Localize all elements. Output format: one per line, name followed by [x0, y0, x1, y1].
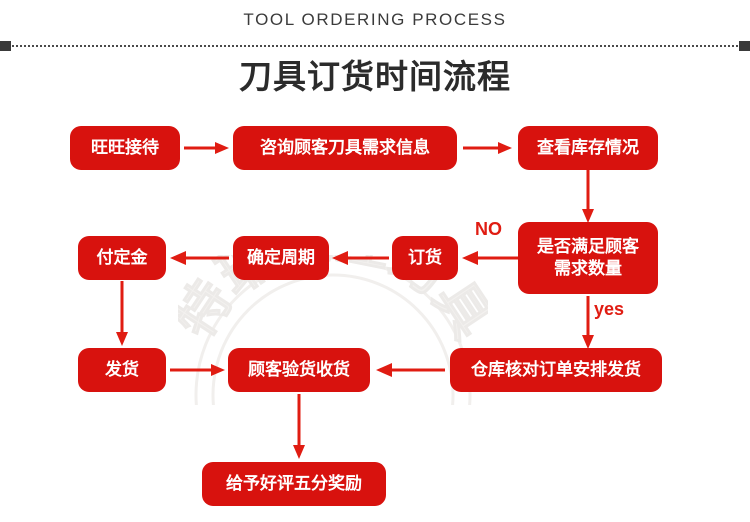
- header-divider: [0, 41, 750, 51]
- divider-cap-right: [739, 41, 750, 51]
- node-inquiry[interactable]: 咨询顾客刀具需求信息: [233, 126, 457, 170]
- node-cycle[interactable]: 确定周期: [233, 236, 329, 280]
- arrow-check-stock-to-decision: [580, 170, 596, 224]
- node-warehouse[interactable]: 仓库核对订单安排发货: [450, 348, 662, 392]
- node-deposit[interactable]: 付定金: [78, 236, 166, 280]
- arrow-decision-to-order: [462, 250, 520, 266]
- divider-cap-left: [0, 41, 11, 51]
- node-decision[interactable]: 是否满足顾客 需求数量: [518, 222, 658, 294]
- node-decision-label: 是否满足顾客 需求数量: [537, 237, 639, 278]
- node-receive[interactable]: 顾客验货收货: [228, 348, 370, 392]
- page-title: 刀具订货时间流程: [239, 58, 511, 95]
- arrow-warehouse-to-receive: [376, 362, 446, 378]
- branch-label-yes: yes: [594, 299, 625, 319]
- node-check-stock[interactable]: 查看库存情况: [518, 126, 658, 170]
- divider-dotted-line: [12, 45, 738, 47]
- arrow-cycle-to-deposit: [170, 250, 230, 266]
- arrow-receive-to-review: [291, 394, 307, 460]
- arrow-wangwang-to-inquiry: [184, 140, 230, 156]
- eyebrow-title: TOOL ORDERING PROCESS: [243, 10, 507, 29]
- arrow-decision-to-warehouse: [580, 296, 596, 350]
- arrow-ship-to-receive: [170, 362, 226, 378]
- node-order[interactable]: 订货: [392, 236, 458, 280]
- node-review[interactable]: 给予好评五分奖励: [202, 462, 386, 506]
- node-ship[interactable]: 发货: [78, 348, 166, 392]
- node-wangwang[interactable]: 旺旺接待: [70, 126, 180, 170]
- arrow-order-to-cycle: [332, 250, 390, 266]
- arrow-inquiry-to-check-stock: [463, 140, 513, 156]
- arrow-deposit-to-ship: [114, 281, 130, 347]
- branch-label-no: NO: [475, 219, 502, 239]
